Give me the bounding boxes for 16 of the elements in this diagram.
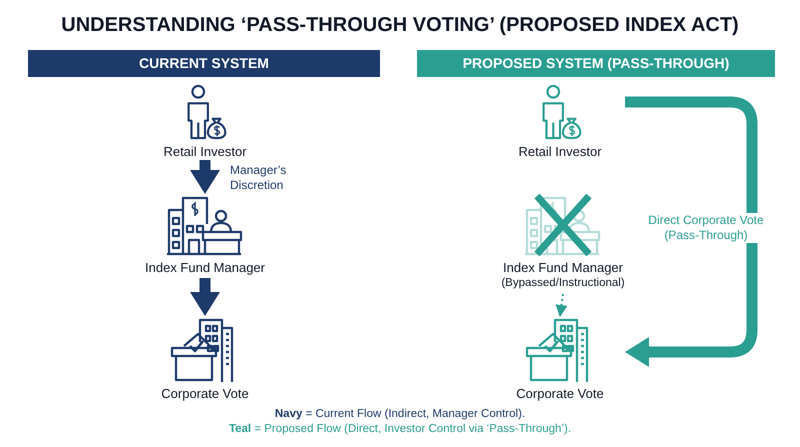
- section-header: CURRENT SYSTEM: [28, 50, 380, 77]
- arrow: [190, 160, 220, 194]
- arrow: [556, 294, 568, 317]
- node-label: Corporate Vote: [516, 386, 604, 402]
- node-note: (Bypassed/Instructional): [501, 276, 625, 290]
- legend-note: Teal = Proposed Flow (Direct, Investor Control via ‘Pass-Through’).: [228, 422, 572, 437]
- node-label: Corporate Vote: [161, 386, 249, 402]
- node-label: Index Fund Manager: [503, 260, 623, 276]
- node-label: Retail Investor: [518, 144, 602, 160]
- section-header: PROPOSED SYSTEM (PASS-THROUGH): [417, 50, 775, 77]
- node-label: Index Fund Manager: [145, 260, 265, 276]
- title: UNDERSTANDING ‘PASS-THROUGH VOTING’ (PROPOSED INDEX ACT): [60, 13, 740, 38]
- arrow: [625, 96, 758, 367]
- legend-note: Navy = Current Flow (Indirect, Manager Control).: [274, 407, 526, 422]
- arrow: [190, 278, 220, 316]
- node-label: Retail Investor: [163, 144, 247, 160]
